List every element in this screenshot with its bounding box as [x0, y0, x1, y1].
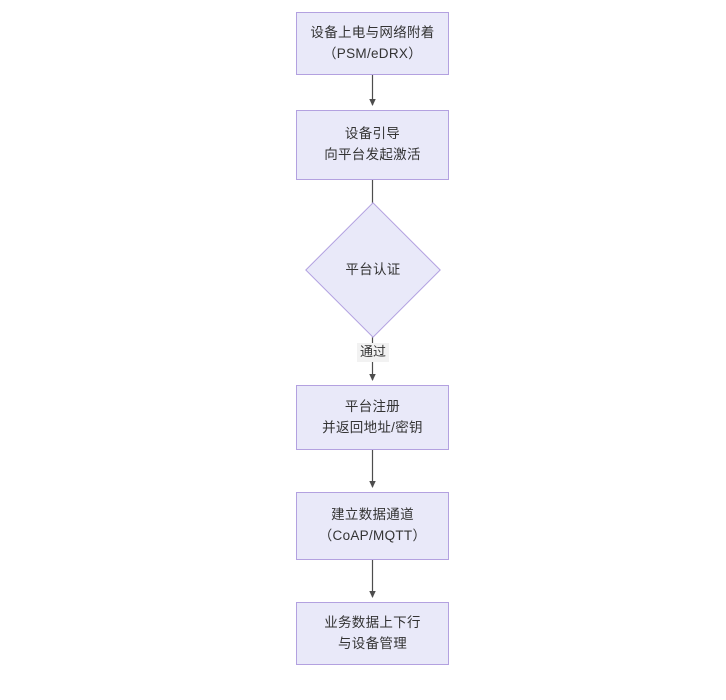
- node-service-data[interactable]: 业务数据上下行 与设备管理: [296, 602, 449, 665]
- node-power-on-line2: （PSM/eDRX）: [322, 45, 423, 61]
- node-bootstrap-line1: 设备引导: [344, 126, 401, 142]
- node-data-channel[interactable]: 建立数据通道 （CoAP/MQTT）: [296, 492, 449, 560]
- node-service-data-line1: 业务数据上下行: [324, 614, 421, 630]
- node-service-data-line2: 与设备管理: [338, 635, 407, 651]
- node-data-channel-line2: （CoAP/MQTT）: [318, 528, 427, 543]
- edge-label-pass: 通过: [357, 343, 390, 362]
- node-register-line2: 并返回地址/密钥: [322, 419, 423, 435]
- node-platform-auth-label: 平台认证: [325, 222, 421, 318]
- node-register-line1: 平台注册: [344, 398, 401, 414]
- node-data-channel-line1: 建立数据通道: [331, 507, 414, 523]
- node-bootstrap[interactable]: 设备引导 向平台发起激活: [296, 110, 449, 180]
- node-register[interactable]: 平台注册 并返回地址/密钥: [296, 385, 449, 450]
- node-power-on-line1: 设备上电与网络附着: [310, 24, 435, 40]
- node-platform-auth-line1: 平台认证: [345, 261, 401, 277]
- node-power-on[interactable]: 设备上电与网络附着 （PSM/eDRX）: [296, 12, 449, 75]
- node-bootstrap-line2: 向平台发起激活: [324, 147, 421, 162]
